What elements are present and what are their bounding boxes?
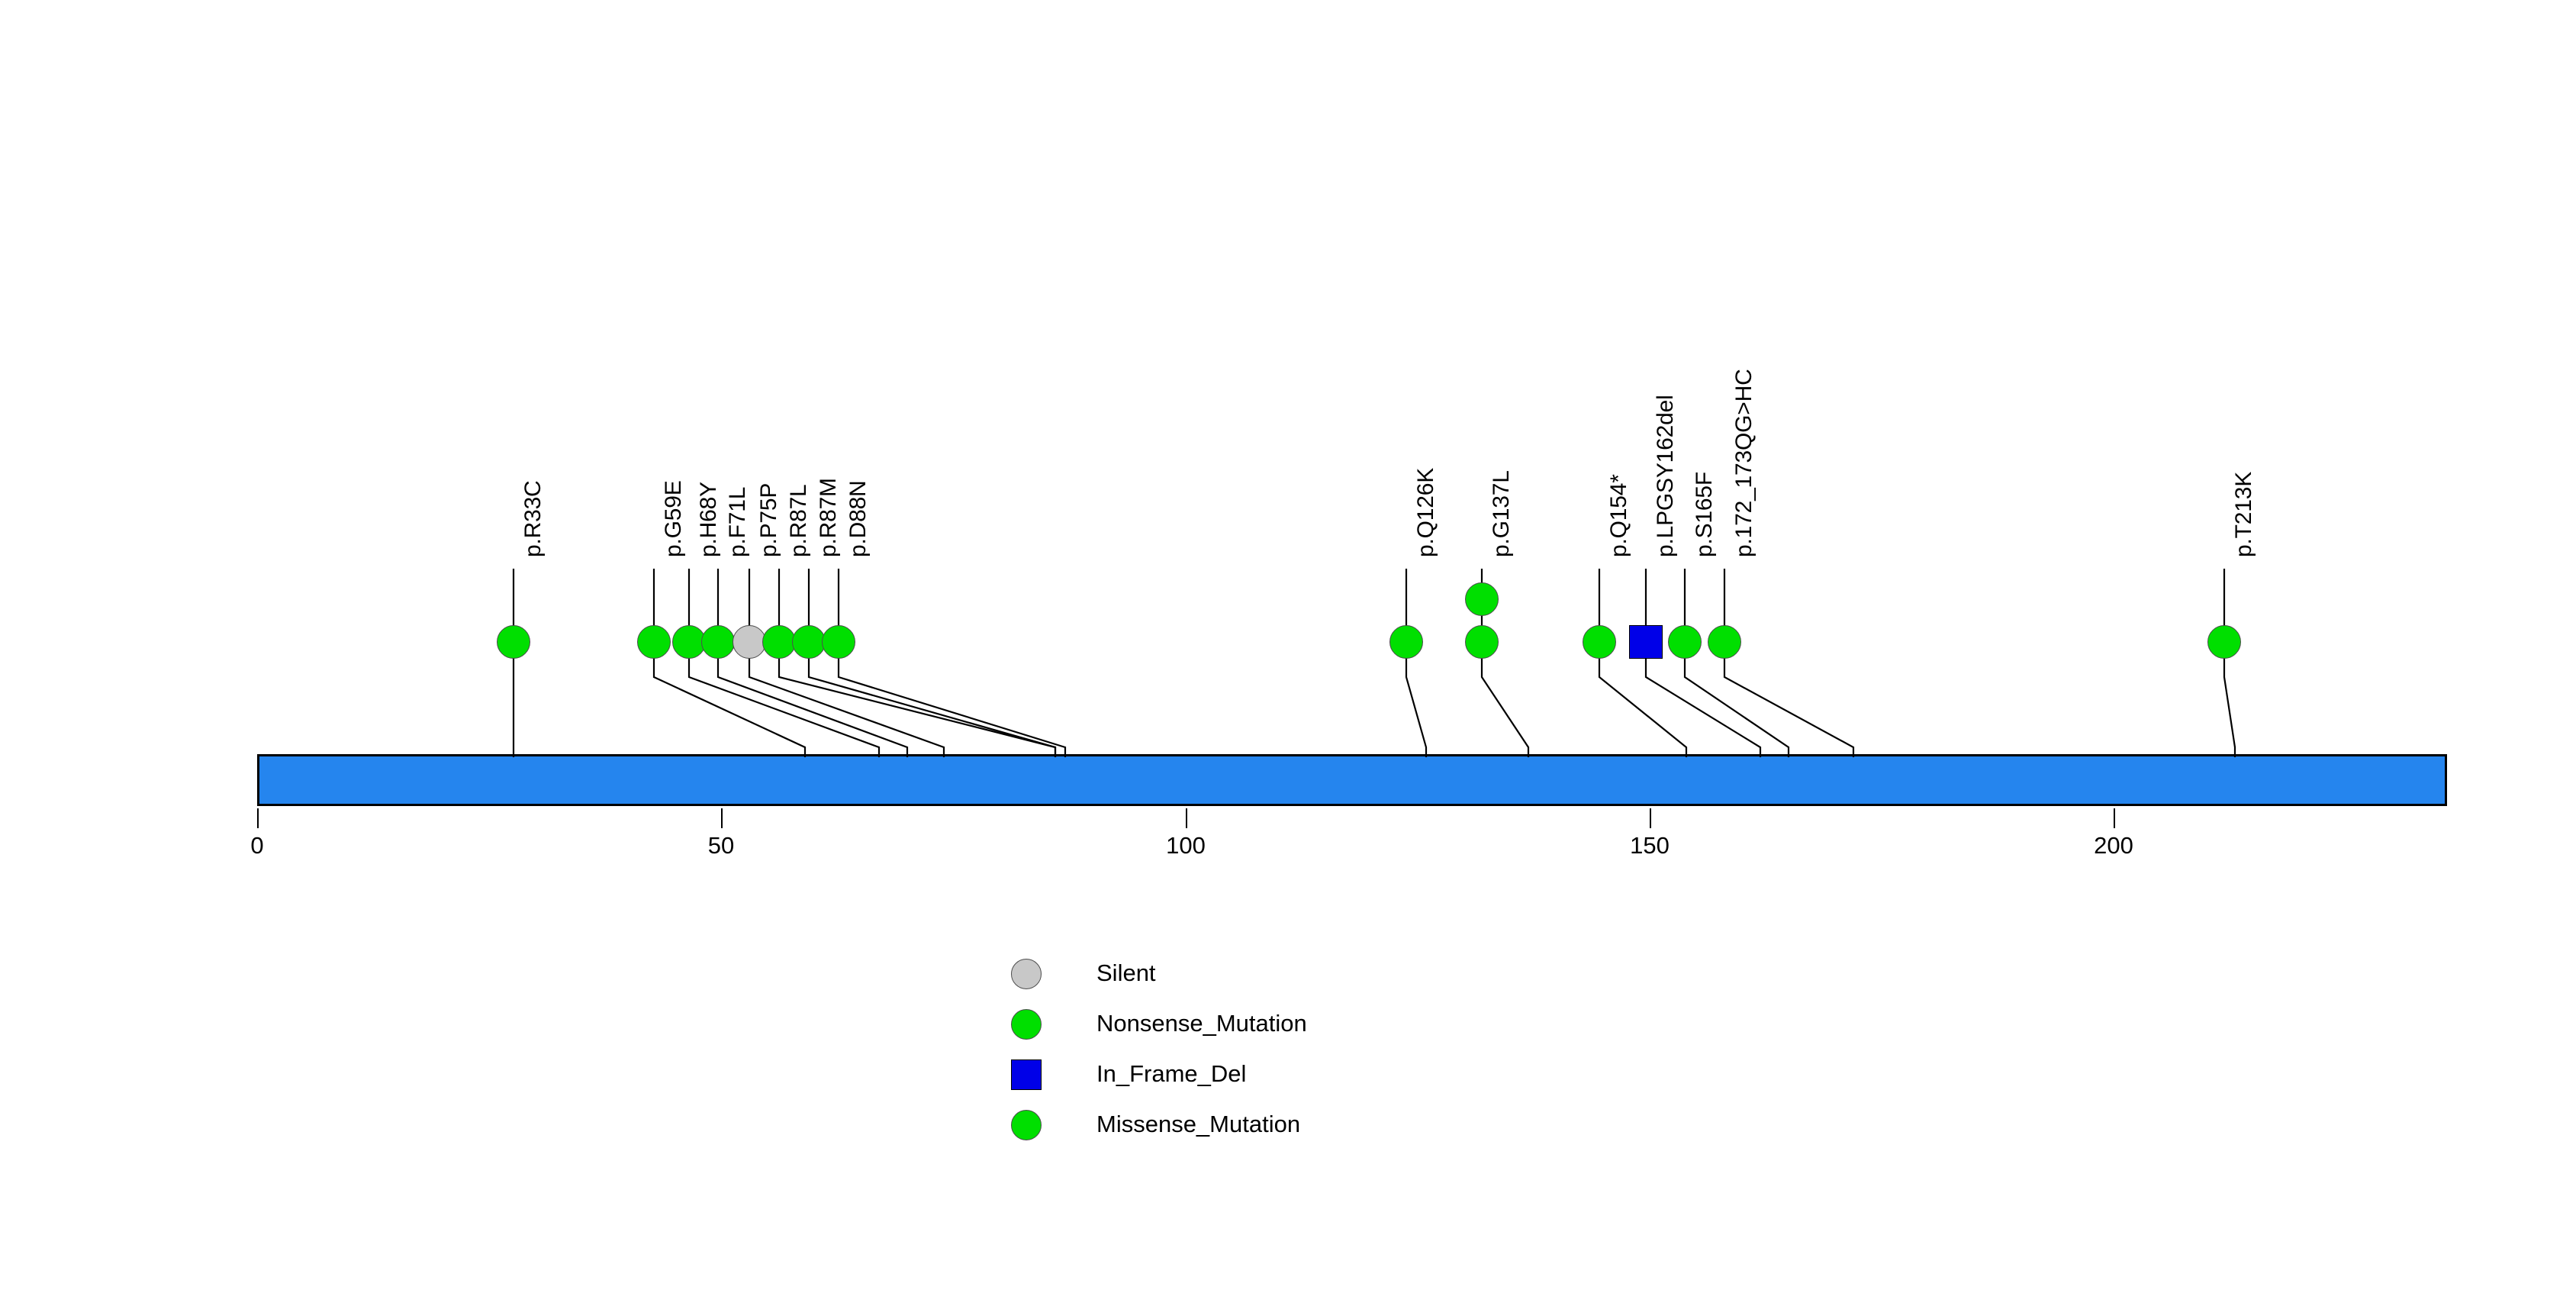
axis-tick [1186,808,1187,828]
mutation-label: p.LPGSY162del [1653,395,1678,557]
legend-swatch-circle [1011,1110,1042,1140]
legend-label: Nonsense_Mutation [1096,1010,1307,1037]
lollipop-stem [837,569,1067,757]
axis-tick-label: 0 [250,832,264,859]
axis-tick-label: 150 [1630,832,1670,859]
mutation-marker-square[interactable] [1629,625,1663,659]
lollipop-stem [687,569,881,757]
mutation-label: p.G137L [1489,470,1514,557]
lollipop-stem [1683,569,1790,757]
legend-swatch-circle [1011,959,1042,989]
mutation-marker-circle[interactable] [733,625,766,659]
mutation-label: p.R87M [816,478,841,557]
lollipop-stem [652,569,807,757]
lollipop-stem [716,569,909,757]
axis-tick-label: 200 [2094,832,2133,859]
mutation-marker-circle[interactable] [1668,625,1702,659]
mutation-marker-circle[interactable] [1583,625,1616,659]
mutation-marker-circle[interactable] [792,625,826,659]
mutation-marker-circle[interactable] [637,625,671,659]
lollipop-stem [2223,569,2236,757]
axis-tick [1650,808,1651,828]
lollipop-stem [1405,569,1428,757]
mutation-label: p.Q154* [1606,474,1631,557]
mutation-label: p.R87L [786,484,811,557]
mutation-marker-circle[interactable] [1389,625,1423,659]
axis-tick [257,808,259,828]
lollipop-stem [1598,569,1688,757]
lollipop-stem [778,569,1057,757]
mutation-label: p.G59E [661,480,686,557]
lollipop-stem [1644,569,1762,757]
mutation-marker-circle[interactable] [2207,625,2241,659]
mutation-label: p.172_173QG>HC [1731,369,1757,557]
mutation-marker-circle[interactable] [1465,582,1499,616]
mutation-label: p.F71L [725,486,750,557]
mutation-marker-circle[interactable] [672,625,706,659]
lollipop-stem [1723,569,1855,757]
legend-swatch-square [1011,1059,1042,1090]
mutation-marker-circle[interactable] [497,625,530,659]
axis-tick [2114,808,2115,828]
legend-label: Silent [1096,959,1156,986]
mutation-label: p.H68Y [696,482,721,557]
mutation-label: p.D88N [845,480,871,557]
legend-label: Missense_Mutation [1096,1111,1301,1137]
mutation-label: p.S165F [1692,471,1717,557]
axis-tick [721,808,723,828]
legend-label: In_Frame_Del [1096,1060,1247,1087]
mutation-label: p.P75P [756,482,781,557]
mutation-marker-circle[interactable] [762,625,796,659]
mutation-label: p.Q126K [1413,467,1438,557]
lollipop-stem [512,569,515,757]
axis-tick-label: 50 [707,832,735,859]
axis-tick-label: 100 [1166,832,1206,859]
mutation-marker-circle[interactable] [1708,625,1741,659]
mutation-marker-circle[interactable] [1465,625,1499,659]
mutation-marker-circle[interactable] [822,625,855,659]
lollipop-stem [807,569,1057,757]
protein-backbone-bar[interactable] [257,754,2447,806]
legend-swatch-circle [1011,1009,1042,1040]
mutation-label: p.T213K [2231,471,2256,557]
lollipop-stem [748,569,945,757]
mutation-label: p.R33C [520,480,546,557]
mutation-marker-circle[interactable] [701,625,735,659]
